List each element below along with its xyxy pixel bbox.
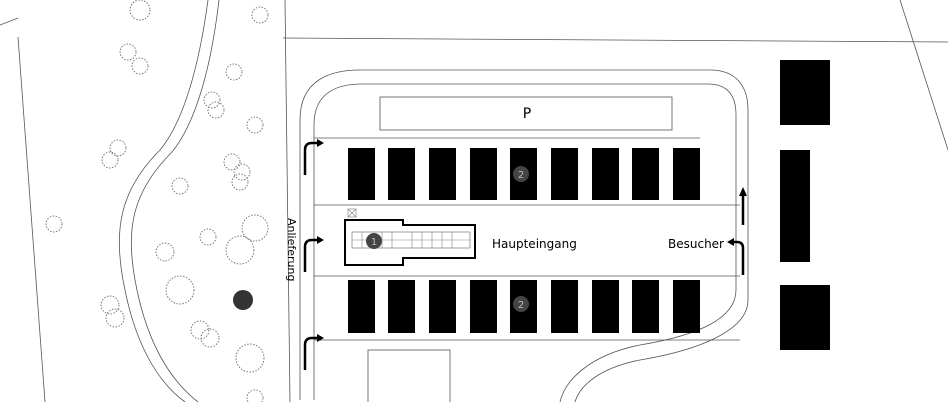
visitors-label: Besucher (668, 237, 724, 251)
stall (429, 148, 456, 200)
top-boundary (282, 0, 948, 151)
stall (673, 280, 700, 333)
marker-2-top-label: 2 (518, 170, 524, 181)
stall (551, 280, 578, 333)
arrow-icon (303, 139, 747, 370)
stall (592, 148, 619, 200)
marker-1-label: 1 (371, 237, 377, 248)
parking-label: P (523, 106, 531, 122)
green-area-boundary (284, 0, 291, 402)
lot-outline (367, 349, 451, 402)
stall (632, 280, 659, 333)
stall-row-bottom (348, 280, 700, 333)
stall (348, 148, 375, 200)
footpath-left-edge (118, 0, 209, 402)
marker-2-bottom (513, 296, 529, 312)
footpath-right-edge (130, 0, 220, 402)
stall-row-top (348, 148, 700, 200)
loop-road-inner (313, 83, 737, 402)
marker-dot (233, 290, 253, 310)
main-entrance-label: Haupteingang (492, 237, 577, 251)
stall (388, 280, 415, 333)
building-block (780, 60, 830, 125)
trees (45, 0, 269, 402)
marker-1 (366, 233, 382, 249)
stall (388, 148, 415, 200)
main-building (344, 208, 476, 266)
parking-aisles (314, 137, 740, 341)
stall (470, 280, 497, 333)
delivery-label: Anlieferung (285, 218, 298, 281)
marker-2-top (513, 166, 529, 182)
building-block (780, 150, 810, 262)
stall (673, 148, 700, 200)
marker-2-bottom-label: 2 (518, 300, 524, 311)
left-boundary (0, 17, 46, 402)
stall (470, 148, 497, 200)
stall (592, 280, 619, 333)
stall (551, 148, 578, 200)
stall (632, 148, 659, 200)
building-block (780, 285, 830, 350)
stall (348, 280, 375, 333)
parking-area (379, 96, 673, 131)
stall (429, 280, 456, 333)
loop-road-outer (299, 69, 749, 402)
